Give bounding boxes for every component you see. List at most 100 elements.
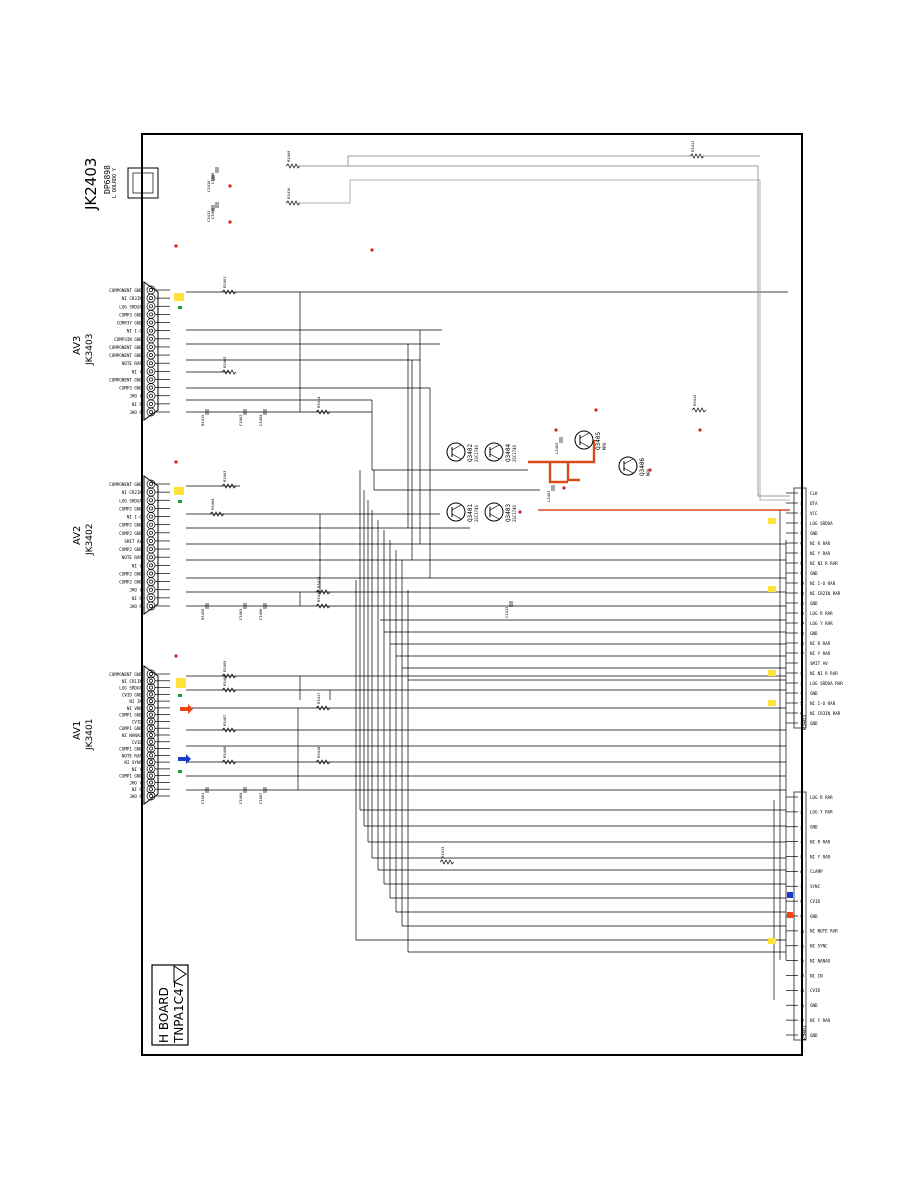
component-ref: R3408 <box>222 746 227 758</box>
resistor-symbol <box>315 759 331 765</box>
signal-markers <box>174 293 793 944</box>
component-ref: C3412 <box>504 607 509 618</box>
marker-blue-arrow <box>178 754 191 764</box>
jack-pin-label: COMP3 GND <box>119 312 142 317</box>
connector-pin-number: 4 <box>800 522 802 526</box>
test-point <box>518 510 522 514</box>
resistor-symbol <box>221 369 237 375</box>
jack-pin-label: COMP2 GND <box>119 547 142 552</box>
component-ref: R3413 <box>440 847 445 858</box>
test-point <box>370 248 374 252</box>
jack-pin-label: JHO Y <box>129 588 142 593</box>
transistor-symbol <box>618 456 638 476</box>
connector-pin-number: 12 <box>800 959 804 963</box>
connector-pin-label: LOG SRDOA RAR <box>810 681 843 686</box>
component-ref: R3404 <box>210 498 215 510</box>
jack-pin-label: NI VNR <box>127 706 143 711</box>
component-ref: L3401 <box>546 490 551 502</box>
connector-pin-label: NI CR3IN RAR <box>810 711 841 716</box>
resistor-symbol <box>221 759 237 765</box>
marker-yellow-av2 <box>174 487 184 495</box>
connector-pin-number: 9 <box>800 572 802 576</box>
jack-pin-label: NI CR2IN <box>122 490 143 495</box>
connector-pin-label: GND <box>810 631 818 636</box>
ground-mark <box>178 306 182 309</box>
component-ref: R3420 <box>200 608 205 620</box>
marker-yellow-c4 <box>768 700 776 706</box>
connector-pin-label: CLAMP <box>810 869 823 874</box>
control-lines-highlight <box>286 155 790 501</box>
jack-pin-label: NI NANAO <box>122 733 143 738</box>
jack-pin-well <box>146 552 156 562</box>
connector-pin-number: 3 <box>800 825 802 829</box>
transistor-symbol <box>574 430 594 450</box>
connector-pin-label: GND <box>810 601 818 606</box>
connector-pin-label: NI Y RAR <box>810 551 831 556</box>
connector-pin-number: 2 <box>800 810 802 814</box>
jack-pin-label: COMP1 GND <box>119 747 142 752</box>
transistor-ref: Q3404 <box>505 444 512 462</box>
resistor-symbol <box>221 673 237 679</box>
transistor-symbol <box>484 502 504 522</box>
connector-pin-number: 3 <box>800 682 802 686</box>
jack-pin-label: SMIT AV <box>124 539 142 544</box>
resistor-symbol <box>209 511 225 517</box>
connector-pin-number: 4 <box>800 840 802 844</box>
transistor-part: 2SC1740 <box>512 505 517 522</box>
component-ref: C3407 <box>258 793 263 804</box>
av3-part: JK3403 <box>85 334 95 366</box>
jack-pin-label: COMPONENT GND <box>109 353 142 358</box>
connector-pin-label: NI Y RAR <box>810 854 831 859</box>
jack-pin-label: JHO R <box>129 410 142 415</box>
jack-pin-label: CVID <box>132 740 143 745</box>
jack-pin-well <box>146 577 156 586</box>
jack-jk2403: L DO Y L DO R JK2403 DP6898 <box>82 158 159 211</box>
jack-pin-well <box>146 366 156 376</box>
connector-pin-label: SYNC <box>810 884 821 889</box>
connector-pin-label: GND <box>810 571 818 576</box>
jack-pin-well <box>146 495 156 505</box>
transistor-ref: Q3406 <box>639 458 646 476</box>
connector-pin-label: GND <box>810 914 818 919</box>
resistor-symbol <box>691 407 707 413</box>
connector-pin-number: 5 <box>800 855 802 859</box>
jack-pin-well <box>146 560 156 570</box>
jk2403-ref: JK2403 <box>82 158 100 211</box>
connector-pin-number: 8 <box>800 900 802 904</box>
jack-pin-well <box>146 310 156 319</box>
component-ref: C3403 <box>238 609 243 620</box>
marker-yellow-c2 <box>768 586 776 592</box>
jk2403-part: DP6898 <box>103 165 112 194</box>
connector-pin-label: NI R RAR <box>810 839 831 844</box>
transistor-ref: Q3401 <box>467 504 474 522</box>
test-point <box>554 428 558 432</box>
test-point <box>562 486 566 490</box>
connector-pin-number: 7 <box>800 722 802 726</box>
marker-yellow-av1 <box>176 678 186 688</box>
connector-pin-label: CLK <box>810 491 818 496</box>
resistor-symbol <box>315 603 331 609</box>
connector-pin-number: 1 <box>800 662 802 666</box>
connector-pin-number: 6 <box>800 712 802 716</box>
jack-pin-label: COMP3IN GND <box>114 337 142 342</box>
component-ref: R3405 <box>222 661 227 672</box>
jack-pin-label: CVID <box>132 719 143 724</box>
transistor-part: MPA <box>602 442 607 450</box>
connector-pin-number: 16 <box>800 642 804 646</box>
marker-yellow-c5 <box>768 938 776 944</box>
component-ref: C3405 <box>258 415 263 426</box>
jack-pin-well <box>146 487 156 497</box>
jack-pin-label: NI R <box>132 402 143 407</box>
component-ref: C3402 <box>238 415 243 426</box>
jack-pin-label: JHO R <box>129 604 142 609</box>
jack-pin-label: JHO R <box>129 794 142 799</box>
connector-pin-label: NI I-O RAR <box>810 581 836 586</box>
jack-pin-label: NI I-O <box>127 329 143 334</box>
schematic-border <box>141 133 803 1056</box>
connector-pin-label: NI SYNC <box>810 944 828 949</box>
component-ref: R3409 <box>286 150 291 162</box>
connector-pin-number: 8 <box>800 562 802 566</box>
marker-yellow-av3 <box>174 293 184 301</box>
